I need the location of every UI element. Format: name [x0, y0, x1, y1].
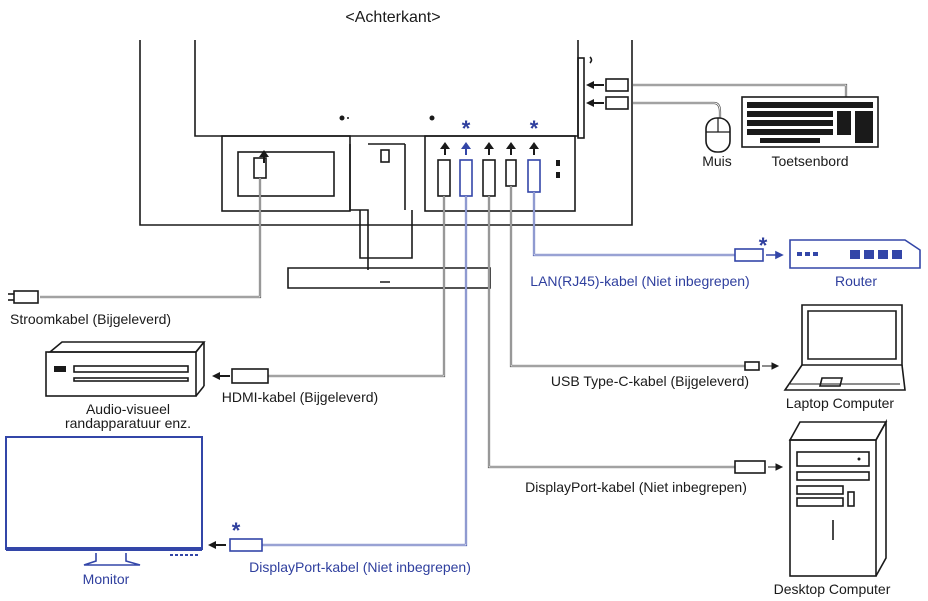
- keyboard-label: Toetsenbord: [771, 153, 848, 169]
- keyboard-icon: [741, 96, 879, 148]
- usbc-cable-label: USB Type-C-kabel (Bijgeleverd): [551, 373, 749, 389]
- dp-plug-monitor: [208, 538, 263, 552]
- power-plug-icon: [8, 290, 39, 304]
- router-icon: [789, 239, 921, 269]
- dp-cable-label-1: DisplayPort-kabel (Niet inbegrepen): [525, 479, 747, 495]
- mouse-icon: [705, 117, 731, 153]
- lan-cable-label: LAN(RJ45)-kabel (Niet inbegrepen): [530, 273, 749, 289]
- star-dp-out-plug: *: [232, 518, 241, 543]
- monitor-icon: [5, 436, 203, 566]
- mouse-label: Muis: [702, 153, 732, 169]
- star-lan-plug: *: [759, 233, 768, 258]
- laptop-label: Laptop Computer: [786, 395, 895, 411]
- laptop-icon: [783, 304, 906, 391]
- diagram-title: <Achterkant>: [345, 9, 440, 26]
- usb-cables: [586, 78, 848, 118]
- desktop-computer-icon: [788, 418, 888, 577]
- av-device-label-line1: Audio-visueel: [86, 401, 170, 417]
- desktop-label: Desktop Computer: [774, 581, 891, 597]
- back-cables: [40, 157, 745, 547]
- star-lan-port: *: [530, 116, 539, 141]
- dp-cable-label-2: DisplayPort-kabel (Niet inbegrepen): [249, 559, 471, 575]
- star-dp-out-port: *: [462, 116, 471, 141]
- hdmi-cable-label: HDMI-kabel (Bijgeleverd): [222, 389, 378, 405]
- port-arrows: [259, 142, 539, 163]
- power-cable-label: Stroomkabel (Bijgeleverd): [10, 311, 171, 327]
- monitor-back: [139, 40, 633, 270]
- router-label: Router: [835, 273, 877, 289]
- av-device-label-line2: randapparatuur enz.: [65, 415, 191, 431]
- monitor-stand-base: [287, 267, 491, 289]
- hdmi-plug: [212, 368, 269, 384]
- av-device-icon: [45, 341, 206, 397]
- dp-plug-desktop: [734, 460, 784, 474]
- lan-plug: [734, 248, 784, 262]
- usbc-plug: [744, 361, 780, 371]
- monitor-label: Monitor: [83, 571, 130, 587]
